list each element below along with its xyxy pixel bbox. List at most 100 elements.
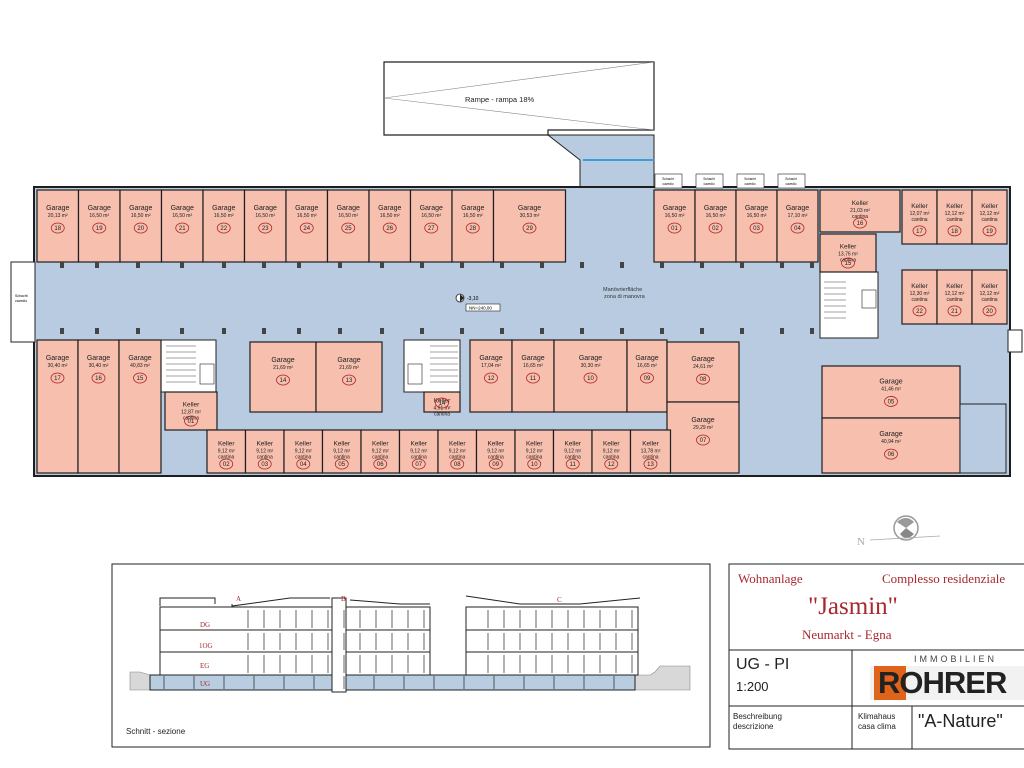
cellar-08-type: Keller	[449, 440, 466, 447]
garage-27-area: 16,50 m²	[421, 213, 441, 219]
cellar-15-number: 15	[845, 261, 852, 267]
garage-05-number: 05	[888, 399, 895, 405]
cellar-21-type: Keller	[946, 283, 963, 290]
garage-07-type: Garage	[691, 417, 714, 424]
cellar-10-cantina: cantina	[526, 454, 542, 460]
cellar-06-type: Keller	[372, 440, 389, 447]
cellar-01-number: 01	[188, 419, 195, 425]
cellar-15-number-badge	[841, 257, 855, 269]
garage-01-number: 01	[671, 226, 678, 232]
cellar-03-number: 03	[261, 462, 268, 468]
garage-14-number-badge	[276, 374, 290, 386]
cellar-18-number: 18	[951, 229, 958, 235]
garage-03-type: Garage	[745, 205, 768, 212]
floor-label-ug: UG	[200, 680, 210, 688]
cellar-17-cantina: cantina	[911, 217, 927, 223]
cellar-06-number-badge	[373, 458, 388, 470]
cellar-09-cantina: cantina	[488, 454, 504, 460]
cellar-20-type: Keller	[981, 283, 998, 290]
ramp-slope	[546, 134, 655, 191]
cellar-16-number-badge	[853, 217, 867, 229]
cellar-13-number: 13	[647, 462, 654, 468]
cellar-01-cantina: cantina	[183, 415, 199, 421]
garage-20-number: 20	[137, 226, 144, 232]
stair-core-right	[819, 271, 879, 339]
floor-label-dg: DG	[200, 621, 210, 629]
cellar-03-cantina: cantina	[257, 454, 273, 460]
cellar-02-type: Keller	[218, 440, 235, 447]
cellar-12-number: 12	[608, 462, 615, 468]
cellar-10-number-badge	[527, 458, 542, 470]
cellar-10-area: 9,12 m²	[526, 448, 543, 454]
garage-26-area: 16,50 m²	[380, 213, 400, 219]
garage-18-type: Garage	[46, 205, 69, 212]
cellar-03-area: 9,12 m²	[256, 448, 273, 454]
section-marker-b: B	[341, 595, 346, 603]
garage-25-type: Garage	[337, 205, 360, 212]
cellar-04-cantina: cantina	[295, 454, 311, 460]
garage-07-number: 07	[700, 438, 707, 444]
garage-12-number-badge	[484, 372, 498, 384]
garage-20-type: Garage	[129, 205, 152, 212]
garage-07-area: 29,29 m²	[693, 425, 713, 431]
garage-24-type: Garage	[295, 205, 318, 212]
garage-10-type: Garage	[579, 355, 602, 362]
title-right-header: Complesso residenziale	[882, 571, 1006, 586]
cellar-06-number: 06	[377, 462, 384, 468]
garage-02-type: Garage	[704, 205, 727, 212]
cellar-11-number: 11	[570, 462, 577, 468]
garage-18-number: 18	[54, 226, 61, 232]
shaft-label: Schacht	[785, 177, 797, 181]
garage-17-number: 17	[54, 376, 61, 382]
cellar-09-number: 09	[492, 462, 499, 468]
garage-23-type: Garage	[254, 205, 277, 212]
company-logo-mark-icon	[874, 666, 906, 700]
garage-02-area: 16,50 m²	[706, 213, 726, 219]
shaft-label: Schacht	[662, 177, 674, 181]
cellar-08-number: 08	[454, 462, 461, 468]
cellar-09-type: Keller	[487, 440, 504, 447]
shaft-label-it: cavedio	[786, 182, 797, 186]
cellar-07-area: 9,12 m²	[410, 448, 427, 454]
garage-23-area: 16,50 m²	[255, 213, 275, 219]
garage-10-area: 30,30 m²	[581, 363, 601, 369]
cellar-22-cantina: cantina	[911, 297, 927, 303]
cellar-19-cantina: cantina	[981, 217, 997, 223]
garage-19-area: 16,50 m²	[89, 213, 109, 219]
garage-28-number: 28	[469, 226, 476, 232]
garage-11-area: 16,65 m²	[523, 363, 543, 369]
garage-24-number-badge	[299, 222, 314, 234]
garage-06-number: 06	[888, 452, 895, 458]
garage-11-number: 11	[530, 376, 537, 382]
garage-19-number: 19	[96, 226, 103, 232]
klima-label-de: Klimahaus	[858, 712, 896, 721]
corridor-label-it: zona di manovra	[604, 294, 646, 300]
floor-label-1og: 1OG	[199, 642, 213, 650]
ramp-label: Rampe - rampa 18%	[465, 95, 535, 104]
garage-21-number: 21	[179, 226, 186, 232]
cellar-03-type: Keller	[256, 440, 273, 447]
garage-06-area: 40,94 m²	[881, 439, 901, 445]
cellar-02-cantina: cantina	[218, 454, 234, 460]
cellar-13-type: Keller	[642, 440, 659, 447]
cellar-17-number: 17	[916, 229, 923, 235]
cellar-19-number-badge	[982, 225, 997, 237]
company-logo-name: ROHRER	[878, 665, 1007, 700]
